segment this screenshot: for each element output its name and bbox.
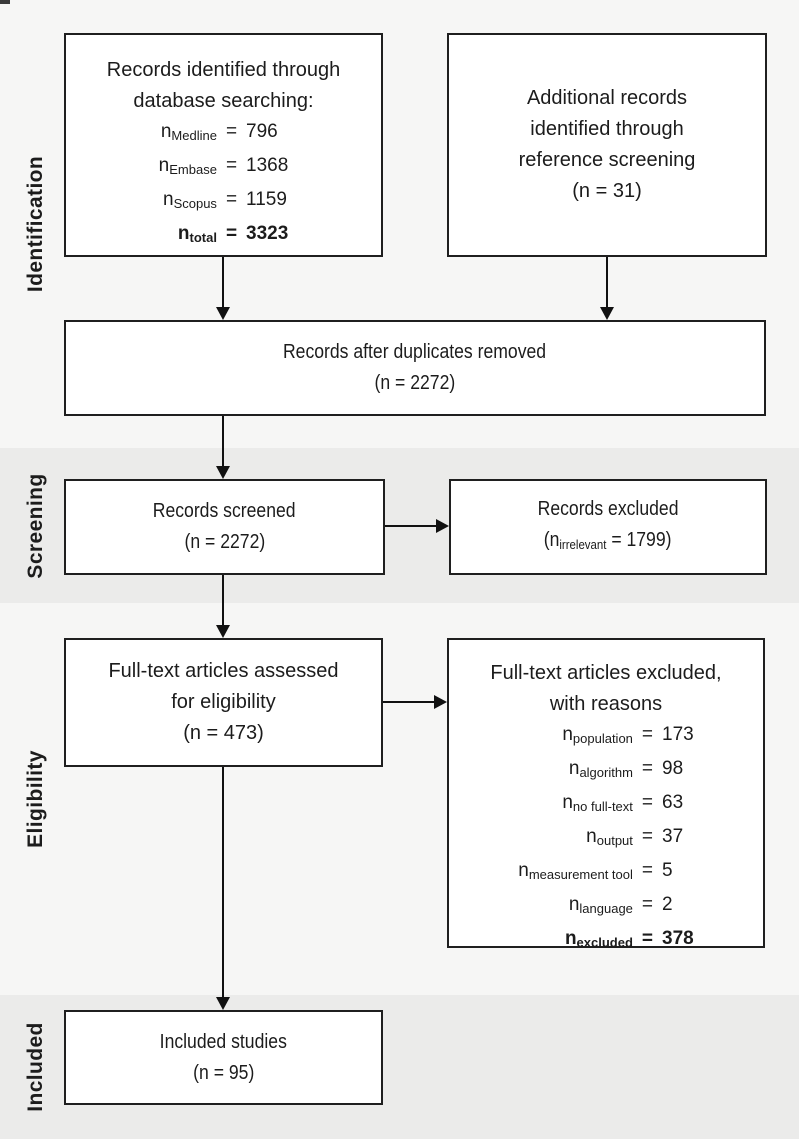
box-records-excluded-line1: Records excluded <box>537 498 679 520</box>
box-included-studies: Included studies (n = 95) <box>64 1010 383 1105</box>
box-fulltext-line3: (n = 473) <box>183 722 264 744</box>
box-reference-line3: reference screening <box>518 149 696 171</box>
arrow-duplicates-to-screened-head <box>216 466 230 479</box>
box-reference-line4: (n = 31) <box>572 180 642 202</box>
box-database-search-title-line1: Records identified through <box>106 59 341 81</box>
arrow-screened-to-excluded-shaft <box>385 525 437 527</box>
box-duplicates-line2: (n = 2272) <box>374 372 456 394</box>
count-label: nno full-text <box>562 792 633 814</box>
box-database-search-title-line2: database searching: <box>133 90 314 112</box>
phase-label-screening: Screening <box>24 473 47 579</box>
box-records-screened: Records screened (n = 2272) <box>64 479 385 575</box>
equals-sign: = <box>225 189 238 210</box>
box-records-excluded-line2: (nirrelevant = 1799) <box>544 529 672 552</box>
box-duplicates-removed: Records after duplicates removed (n = 22… <box>64 320 766 416</box>
equals-sign: = <box>225 121 238 142</box>
count-label: nmeasurement tool <box>518 860 633 882</box>
equals-sign: = <box>641 758 654 779</box>
box-duplicates-line1: Records after duplicates removed <box>283 341 547 363</box>
count-value: 173 <box>662 724 694 745</box>
arrow-reference-to-duplicates-head <box>600 307 614 320</box>
arrow-fulltext-to-included-head <box>216 997 230 1010</box>
count-label: npopulation <box>562 724 633 746</box>
arrow-screened-to-fulltext-shaft <box>222 575 224 626</box>
phase-label-included: Included <box>24 1022 47 1112</box>
count-value-total: 3323 <box>246 223 289 244</box>
equals-sign: = <box>225 223 238 244</box>
equals-sign: = <box>641 724 654 745</box>
count-value-excluded-total: 378 <box>662 928 694 949</box>
count-label: noutput <box>586 826 633 848</box>
exclusion-reason-table: npopulation = 173 nalgorithm = 98 nno fu… <box>518 720 693 958</box>
box-fulltext-excluded-title-line1: Full-text articles excluded, <box>490 662 722 684</box>
arrow-fulltext-to-excluded-shaft <box>383 701 435 703</box>
box-fulltext-excluded-title-line2: with reasons <box>549 693 663 715</box>
box-screened-line1: Records screened <box>153 500 296 522</box>
count-value: 2 <box>662 894 673 915</box>
count-value: 63 <box>662 792 684 813</box>
arrow-fulltext-to-included-shaft <box>222 767 224 998</box>
count-value: 1159 <box>246 189 287 210</box>
count-value: 796 <box>246 121 278 142</box>
arrow-screened-to-fulltext-head <box>216 625 230 638</box>
box-records-excluded: Records excluded (nirrelevant = 1799) <box>449 479 767 575</box>
count-value: 98 <box>662 758 684 779</box>
count-label-total: ntotal <box>177 223 217 245</box>
equals-sign: = <box>641 792 654 813</box>
count-value: 5 <box>662 860 673 881</box>
count-label: nMedline <box>160 121 217 143</box>
count-value: 1368 <box>246 155 289 176</box>
count-label: nalgorithm <box>568 758 633 780</box>
equals-sign: = <box>225 155 238 176</box>
box-reference-line2: identified through <box>530 118 684 140</box>
corner-artifact <box>0 0 10 4</box>
box-reference-screening: Additional records identified through re… <box>447 33 767 257</box>
box-included-line1: Included studies <box>159 1030 288 1053</box>
box-reference-line1: Additional records <box>526 87 688 109</box>
arrow-screened-to-excluded-head <box>436 519 449 533</box>
equals-sign: = <box>641 826 654 847</box>
equals-sign: = <box>641 928 654 949</box>
equals-sign: = <box>641 894 654 915</box>
arrow-dbsearch-to-duplicates-head <box>216 307 230 320</box>
count-label-excluded-total: nexcluded <box>564 928 633 950</box>
arrow-dbsearch-to-duplicates-shaft <box>222 257 224 308</box>
box-screened-line2: (n = 2272) <box>184 531 265 553</box>
box-fulltext-line1: Full-text articles assessed <box>108 660 339 682</box>
count-label: nScopus <box>162 189 217 211</box>
count-label: nlanguage <box>568 894 633 916</box>
box-fulltext-assessed: Full-text articles assessed for eligibil… <box>64 638 383 767</box>
box-fulltext-excluded: Full-text articles excluded, with reason… <box>447 638 765 950</box>
phase-label-identification: Identification <box>24 155 47 293</box>
arrow-duplicates-to-screened-shaft <box>222 416 224 467</box>
phase-label-eligibility: Eligibility <box>24 750 47 848</box>
database-count-table: nMedline = 796 nEmbase = 1368 nScopus = … <box>159 117 289 253</box>
box-fulltext-line2: for eligibility <box>171 691 276 713</box>
box-database-search: Records identified through database sear… <box>64 33 383 257</box>
arrow-fulltext-to-excluded-head <box>434 695 447 709</box>
box-included-line2: (n = 95) <box>192 1061 255 1084</box>
count-label: nEmbase <box>158 155 217 177</box>
equals-sign: = <box>641 860 654 881</box>
count-value: 37 <box>662 826 684 847</box>
arrow-reference-to-duplicates-shaft <box>606 257 608 308</box>
